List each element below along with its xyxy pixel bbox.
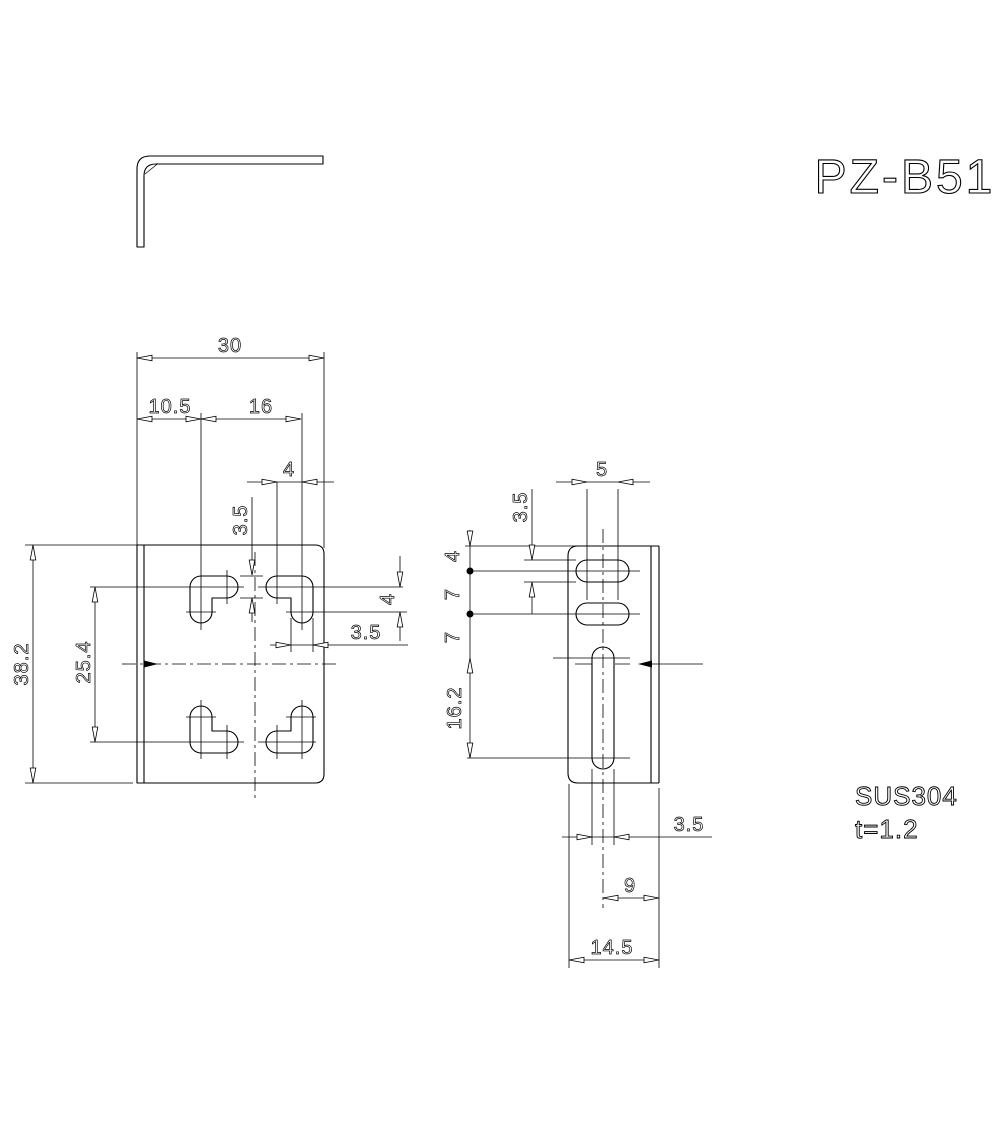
dim-side-long-slot-length: 16.2 [444,687,466,730]
slot-middle [575,602,630,626]
dim-line-38p2 [25,544,137,784]
side-profile-view [136,155,324,248]
arrowhead [312,641,329,649]
plate-edge-lines [650,546,660,783]
arrowhead [136,415,153,423]
material-name: SUS304 [855,781,958,811]
arrowhead [29,767,37,784]
arrowhead [528,544,536,561]
arrowhead [91,586,99,603]
extension-lines-5 [586,489,619,600]
arrowhead [200,415,217,423]
dim-plan-slot-pitch-x: 16 [249,396,273,418]
profile-outline [136,155,324,248]
dim-side-pitch1: 7 [442,588,464,600]
crosshair [467,657,630,759]
side-view: 4 7 7 16.2 5 3.5 3.5 9 14.5 [442,459,712,968]
arrowhead [91,726,99,743]
arrowhead [308,354,325,362]
arrowhead [261,478,278,486]
arrowhead [275,641,292,649]
dim-plan-width: 30 [218,335,242,357]
arrowhead [617,478,634,486]
dim-plan-height: 38.2 [11,643,33,686]
arrowhead [643,894,660,902]
dim-side-slot-pitch: 5 [596,459,608,481]
arrowhead [301,478,318,486]
dim-plan-slot-width-center: 3.5 [230,505,252,536]
dim-side-flange-depth: 14.5 [591,937,634,959]
arrowhead [602,894,619,902]
arrowhead [136,354,153,362]
arrowhead [396,611,404,628]
dim-side-long-slot-width: 3.5 [674,814,705,836]
bend-direction-arrow [144,660,158,668]
dim-dot [466,567,474,575]
plan-outline [136,544,325,784]
dim-line-3p5-top [524,489,576,614]
arrowhead [185,415,202,423]
arrowhead [568,956,585,964]
part-number: PZ-B51 [815,151,996,204]
arrowhead [285,415,302,423]
extension-lines-3p5 [591,769,615,845]
arrowhead [613,833,630,841]
cutout-bottom-left [189,705,239,754]
arrowhead [29,544,37,561]
arrowhead [248,597,256,614]
bend-tangent-line [144,163,159,175]
arrowhead [466,657,474,674]
crosshair [470,570,640,615]
dim-plan-slot-width-side: 3.5 [351,622,382,644]
arrowhead [528,581,536,598]
arrowhead [248,559,256,576]
arrowhead [396,571,404,588]
material-thickness: t=1.2 [855,814,919,844]
dim-line-3p5-right [270,618,408,652]
side-outline [567,545,659,784]
arrowhead [571,478,588,486]
extension-lines-14p5 [568,784,660,968]
cutout-top-right [265,575,314,624]
dim-side-pitch2: 7 [442,631,464,643]
dim-side-slot-width-top: 3.5 [510,492,532,523]
bend-direction-arrow [638,660,652,668]
dim-dot [466,610,474,618]
dim-plan-slot-pitch-y: 25.4 [73,641,95,684]
arrowhead [466,742,474,759]
dim-side-edge-to-slot1: 4 [442,550,464,562]
dim-plan-slot-arm-side: 4 [377,593,399,605]
plan-view: 30 10.5 16 4 3.5 4 3.5 38.2 [11,335,408,798]
arrowhead [643,956,660,964]
dim-line-30 [136,352,325,548]
cutout-top-left [189,575,239,624]
arrowhead [576,833,593,841]
dim-side-center-to-edge: 9 [624,875,636,897]
cutout-bottom-right [265,705,314,754]
dim-plan-slot-arm-top: 4 [283,459,295,481]
arrowhead [466,530,474,547]
dim-plan-edge-to-slot: 10.5 [149,396,192,418]
